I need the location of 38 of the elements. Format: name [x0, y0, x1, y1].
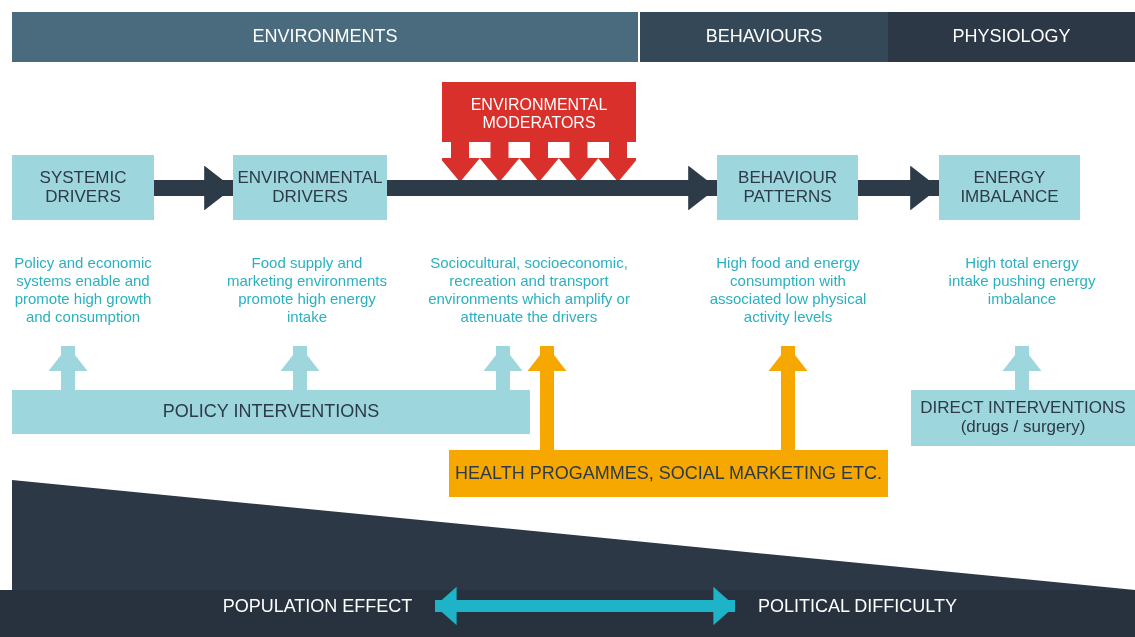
- box-label: ENVIRONMENTS: [252, 27, 398, 47]
- intervention-box: [911, 390, 1135, 446]
- arrow: [1002, 346, 1042, 390]
- section-band: [12, 12, 638, 62]
- arrow: [154, 165, 233, 211]
- process-box: [12, 155, 154, 220]
- box-label: POLICY INTERVENTIONS: [162, 402, 380, 422]
- box-label: ENVIRONMENTAL DRIVERS: [237, 168, 383, 207]
- box-label: SYSTEMIC DRIVERS: [38, 168, 128, 207]
- axis-label: POLITICAL DIFFICULTY: [758, 597, 957, 617]
- arrow: [527, 346, 567, 450]
- description-text: High total energy intake pushing energy imbalance: [945, 254, 1099, 346]
- section-band: [888, 12, 1135, 62]
- axis-label: POPULATION EFFECT: [222, 597, 413, 617]
- description-text: Policy and economic systems enable and promote high growth and consumption: [4, 254, 162, 346]
- process-box: [233, 155, 387, 220]
- arrow: [768, 346, 808, 450]
- box-label: BEHAVIOURS: [705, 27, 823, 47]
- section-band: [640, 12, 888, 62]
- intervention-bar: [449, 450, 888, 497]
- arrow: [387, 165, 717, 211]
- box-label: DIRECT INTERVENTIONS (drugs / surgery): [919, 399, 1127, 437]
- description-text: Food supply and marketing environments promote high energy intake: [217, 254, 397, 346]
- process-box: [717, 155, 858, 220]
- box-label: ENERGY IMBALANCE: [959, 168, 1060, 207]
- intervention-bar: [12, 390, 530, 434]
- box-label: HEALTH PROGAMMES, SOCIAL MARKETING ETC.: [454, 463, 883, 484]
- box-label: BEHAVIOUR PATTERNS: [737, 168, 838, 207]
- description-text: High food and energy consumption with associated low physical activity levels: [693, 254, 883, 346]
- box-label: PHYSIOLOGY: [952, 27, 1071, 47]
- process-box: [939, 155, 1080, 220]
- arrow: [48, 346, 88, 390]
- arrow: [858, 165, 939, 211]
- banner-label: ENVIRONMENTAL MODERATORS: [469, 96, 609, 132]
- description-text: Sociocultural, socioeconomic, recreation and transport environments which amplify or attenuate the drivers: [415, 254, 643, 346]
- arrow: [280, 346, 320, 390]
- arrow: [483, 346, 523, 390]
- arrow: [435, 586, 735, 626]
